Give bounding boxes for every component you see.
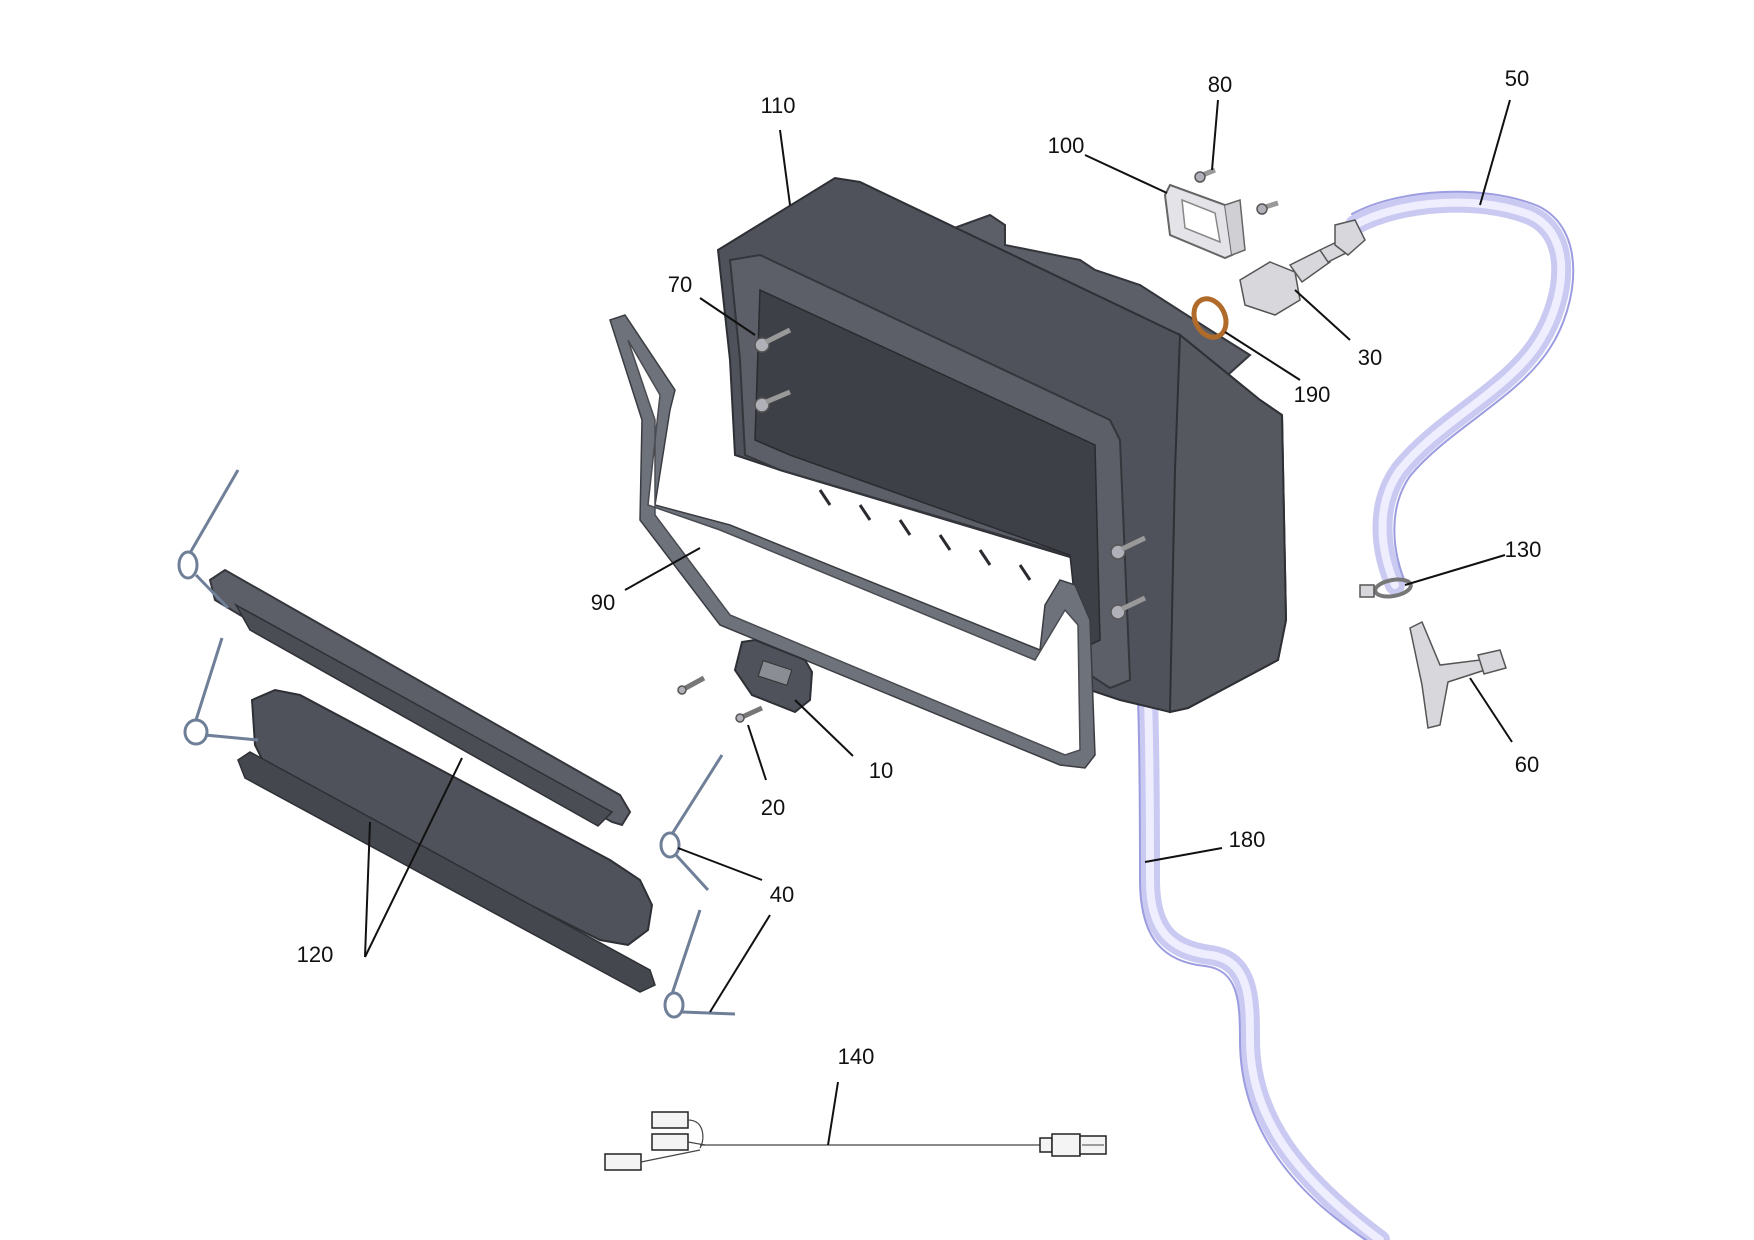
callout-130: 130	[1505, 537, 1542, 562]
callout-50: 50	[1505, 66, 1529, 91]
springs-40	[177, 469, 736, 1019]
callout-120: 120	[297, 942, 334, 967]
callout-30: 30	[1358, 345, 1382, 370]
callout-80: 80	[1208, 72, 1232, 97]
switch-10	[733, 638, 814, 714]
callout-10: 10	[869, 758, 893, 783]
callout-labels: 110 70 90 10 20 120 40 100 80 50 30 190 …	[297, 66, 1542, 1069]
housing-110	[716, 176, 1288, 714]
callout-60: 60	[1515, 752, 1539, 777]
callout-20: 20	[761, 795, 785, 820]
spring-left-lower	[183, 637, 259, 746]
leader-lines	[364, 99, 1513, 1146]
flaps-120	[208, 568, 656, 993]
frame-90	[609, 314, 1096, 769]
screws-20	[677, 675, 764, 723]
clamp-130	[1359, 577, 1413, 599]
spring-right-lower	[663, 909, 736, 1019]
callout-140: 140	[838, 1044, 875, 1069]
callout-180: 180	[1229, 827, 1266, 852]
connector-30	[1239, 219, 1366, 316]
callout-90: 90	[591, 590, 615, 615]
spring-right-upper	[659, 754, 724, 892]
cover-plate-100	[1163, 183, 1246, 260]
callout-110: 110	[760, 93, 795, 118]
spring-left-upper	[177, 469, 240, 610]
cable-harness-140	[604, 1111, 1107, 1171]
o-ring-190	[1191, 296, 1229, 340]
hose-180	[1137, 690, 1390, 1240]
housing-screws-70	[754, 327, 1147, 620]
hose-50	[1345, 190, 1575, 595]
callout-190: 190	[1294, 382, 1331, 407]
screws-80	[1194, 167, 1279, 215]
callout-40: 40	[770, 882, 794, 907]
callout-70: 70	[668, 272, 692, 297]
callout-100: 100	[1048, 133, 1085, 158]
y-piece-60	[1409, 620, 1507, 729]
